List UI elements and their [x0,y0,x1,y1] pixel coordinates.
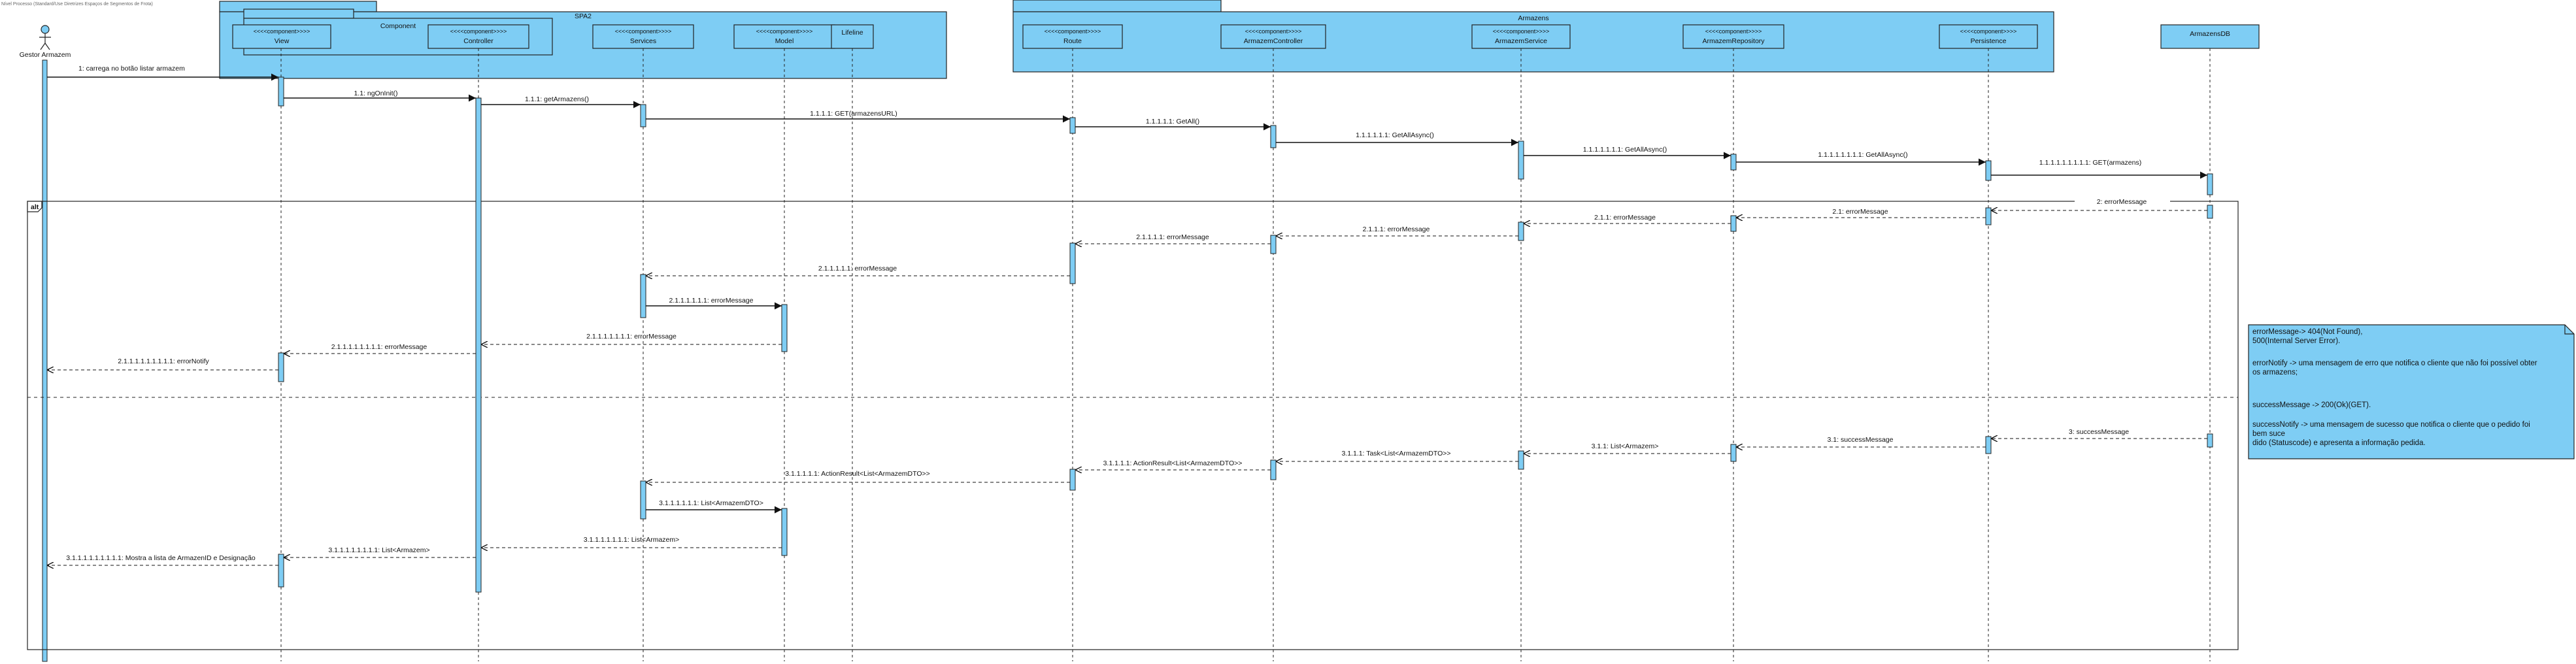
alt-fragment: alt [27,201,2239,650]
participant-controller: <<<<component>>>> Controller [427,24,529,49]
message-e9-label: 2.1.1.1.1.1.1.1.1: errorMessage [331,343,427,351]
note-line: successMessage -> 200(Ok)(GET). [2252,401,2371,409]
persistence-label: Persistence [1971,37,2007,45]
message-s3-label: 3.1.1: List<Armazem> [1592,442,1659,450]
view-stereotype: <<<<component>>>> [254,28,310,35]
db-label: ArmazensDB [2190,30,2230,38]
message-s9-label: 3.1.1.1.1.1.1.1.1: List<Armazem> [328,546,429,554]
services-label: Services [630,37,656,45]
participant-model: <<<<component>>>> Model [733,24,835,49]
route-stereotype: <<<<component>>>> [1045,28,1101,35]
note-line: errorMessage-> 404(Not Found), [2252,328,2362,336]
activations [278,76,2213,593]
armazem-controller-label: ArmazemController [1244,37,1303,45]
participant-services: <<<<component>>>> Services [592,24,694,49]
note-line: bem suce [2252,430,2285,438]
success-returns: 3: successMessage 3.1: successMessage 3.… [47,428,2207,565]
lifeline-label: Lifeline [841,29,863,37]
message-m8-label: 1.1.1.1.1.1.1.1: GetAllAsync() [1818,151,1907,159]
message-e3-label: 2.1.1: errorMessage [1594,214,1656,222]
message-s1-label: 3: successMessage [2069,428,2129,436]
participant-db: ArmazensDB [2160,24,2260,49]
package-spa2-label: SPA2 [575,12,592,20]
message-m1-label: 1: carrega no botão listar armazem [78,65,185,73]
message-s10-label: 3.1.1.1.1.1.1.1.1.1: Mostra a lista de A… [66,554,256,562]
participant-armazem-repository: <<<<component>>>> ArmazemRepository [1682,24,1784,49]
message-s2-label: 3.1: successMessage [1828,436,1894,444]
message-m6-label: 1.1.1.1.1.1: GetAllAsync() [1356,131,1434,139]
view-label: View [275,37,290,45]
diagram-caption: Nível Processo (Standard/Use Diretrizes … [1,2,153,7]
actor-gestor-armazem: Gestor Armazem [20,25,71,59]
message-e1-label: 2: errorMessage [2097,198,2147,206]
armazem-repository-label: ArmazemRepository [1702,37,1765,45]
message-s5-label: 3.1.1.1.1: ActionResult<List<ArmazemDTO>… [1103,459,1243,467]
message-m3-label: 1.1.1: getArmazens() [525,95,589,103]
participant-persistence: <<<<component>>>> Persistence [1939,24,2038,49]
message-m7-label: 1.1.1.1.1.1.1: GetAllAsync() [1583,146,1667,154]
calls: 1: carrega no botão listar armazem 1.1: … [47,65,2207,179]
services-stereotype: <<<<component>>>> [615,28,672,35]
participant-armazem-service: <<<<component>>>> ArmazemService [1471,24,1571,49]
message-s4-label: 3.1.1.1: Task<List<ArmazemDTO>> [1341,450,1450,457]
message-e6-label: 2.1.1.1.1.1: errorMessage [818,265,897,273]
note-line: successNotify -> uma mensagem de sucesso… [2252,421,2530,429]
message-m4-label: 1.1.1.1: GET(armazensURL) [810,110,897,118]
message-s8-label: 3.1.1.1.1.1.1.1: List<Armazem> [584,536,680,544]
armazem-service-stereotype: <<<<component>>>> [1493,28,1550,35]
note-line: dido (Statuscode) e apresenta a informaç… [2252,439,2426,447]
message-m9-label: 1.1.1.1.1.1.1.1.1: GET(armazens) [2039,159,2141,167]
note-line: errorNotify -> uma mensagem de erro que … [2252,359,2537,367]
participant-armazem-controller: <<<<component>>>> ArmazemController [1220,24,1326,49]
message-e2-label: 2.1: errorMessage [1832,208,1888,216]
model-stereotype: <<<<component>>>> [756,28,813,35]
lifelines [280,48,2211,661]
note-line: 500(Internal Server Error). [2252,337,2340,345]
participant-view: <<<<component>>>> View [232,24,331,49]
controller-stereotype: <<<<component>>>> [450,28,507,35]
message-e7-label: 2.1.1.1.1.1.1: errorMessage [669,297,754,305]
package-component-label: Component [380,22,416,30]
model-label: Model [775,37,794,45]
note-line: os armazens; [2252,369,2298,376]
participant-route: <<<<component>>>> Route [1022,24,1123,49]
message-s7-label: 3.1.1.1.1.1.1: List<ArmazemDTO> [659,499,763,507]
persistence-stereotype: <<<<component>>>> [1960,28,2017,35]
participant-lifeline: Lifeline [831,24,874,49]
note: errorMessage-> 404(Not Found), 500(Inter… [2248,324,2575,459]
message-s6-label: 3.1.1.1.1.1: ActionResult<List<ArmazemDT… [785,470,930,478]
route-label: Route [1063,37,1082,45]
controller-label: Controller [463,37,493,45]
message-e5-label: 2.1.1.1.1: errorMessage [1136,233,1209,241]
package-armazens: Armazens [1012,0,2054,73]
message-e8-label: 2.1.1.1.1.1.1.1: errorMessage [586,333,677,340]
note-text: errorMessage-> 404(Not Found), 500(Inter… [2252,328,2539,447]
package-armazens-label: Armazens [1518,14,1548,22]
armazem-repository-stereotype: <<<<component>>>> [1705,28,1762,35]
armazem-controller-stereotype: <<<<component>>>> [1245,28,1302,35]
message-e10-label: 2.1.1.1.1.1.1.1.1.1: errorNotify [118,357,209,365]
error-returns: 2: errorMessage 2.1: errorMessage 2.1.1:… [47,197,2207,370]
actor-label: Gestor Armazem [20,51,71,59]
message-m2-label: 1.1: ngOnInit() [354,90,397,97]
message-e4-label: 2.1.1.1: errorMessage [1363,225,1430,233]
armazem-service-label: ArmazemService [1495,37,1547,45]
message-m5-label: 1.1.1.1.1: GetAll() [1146,118,1199,125]
alt-label: alt [31,203,39,211]
actor-activation [42,59,48,662]
